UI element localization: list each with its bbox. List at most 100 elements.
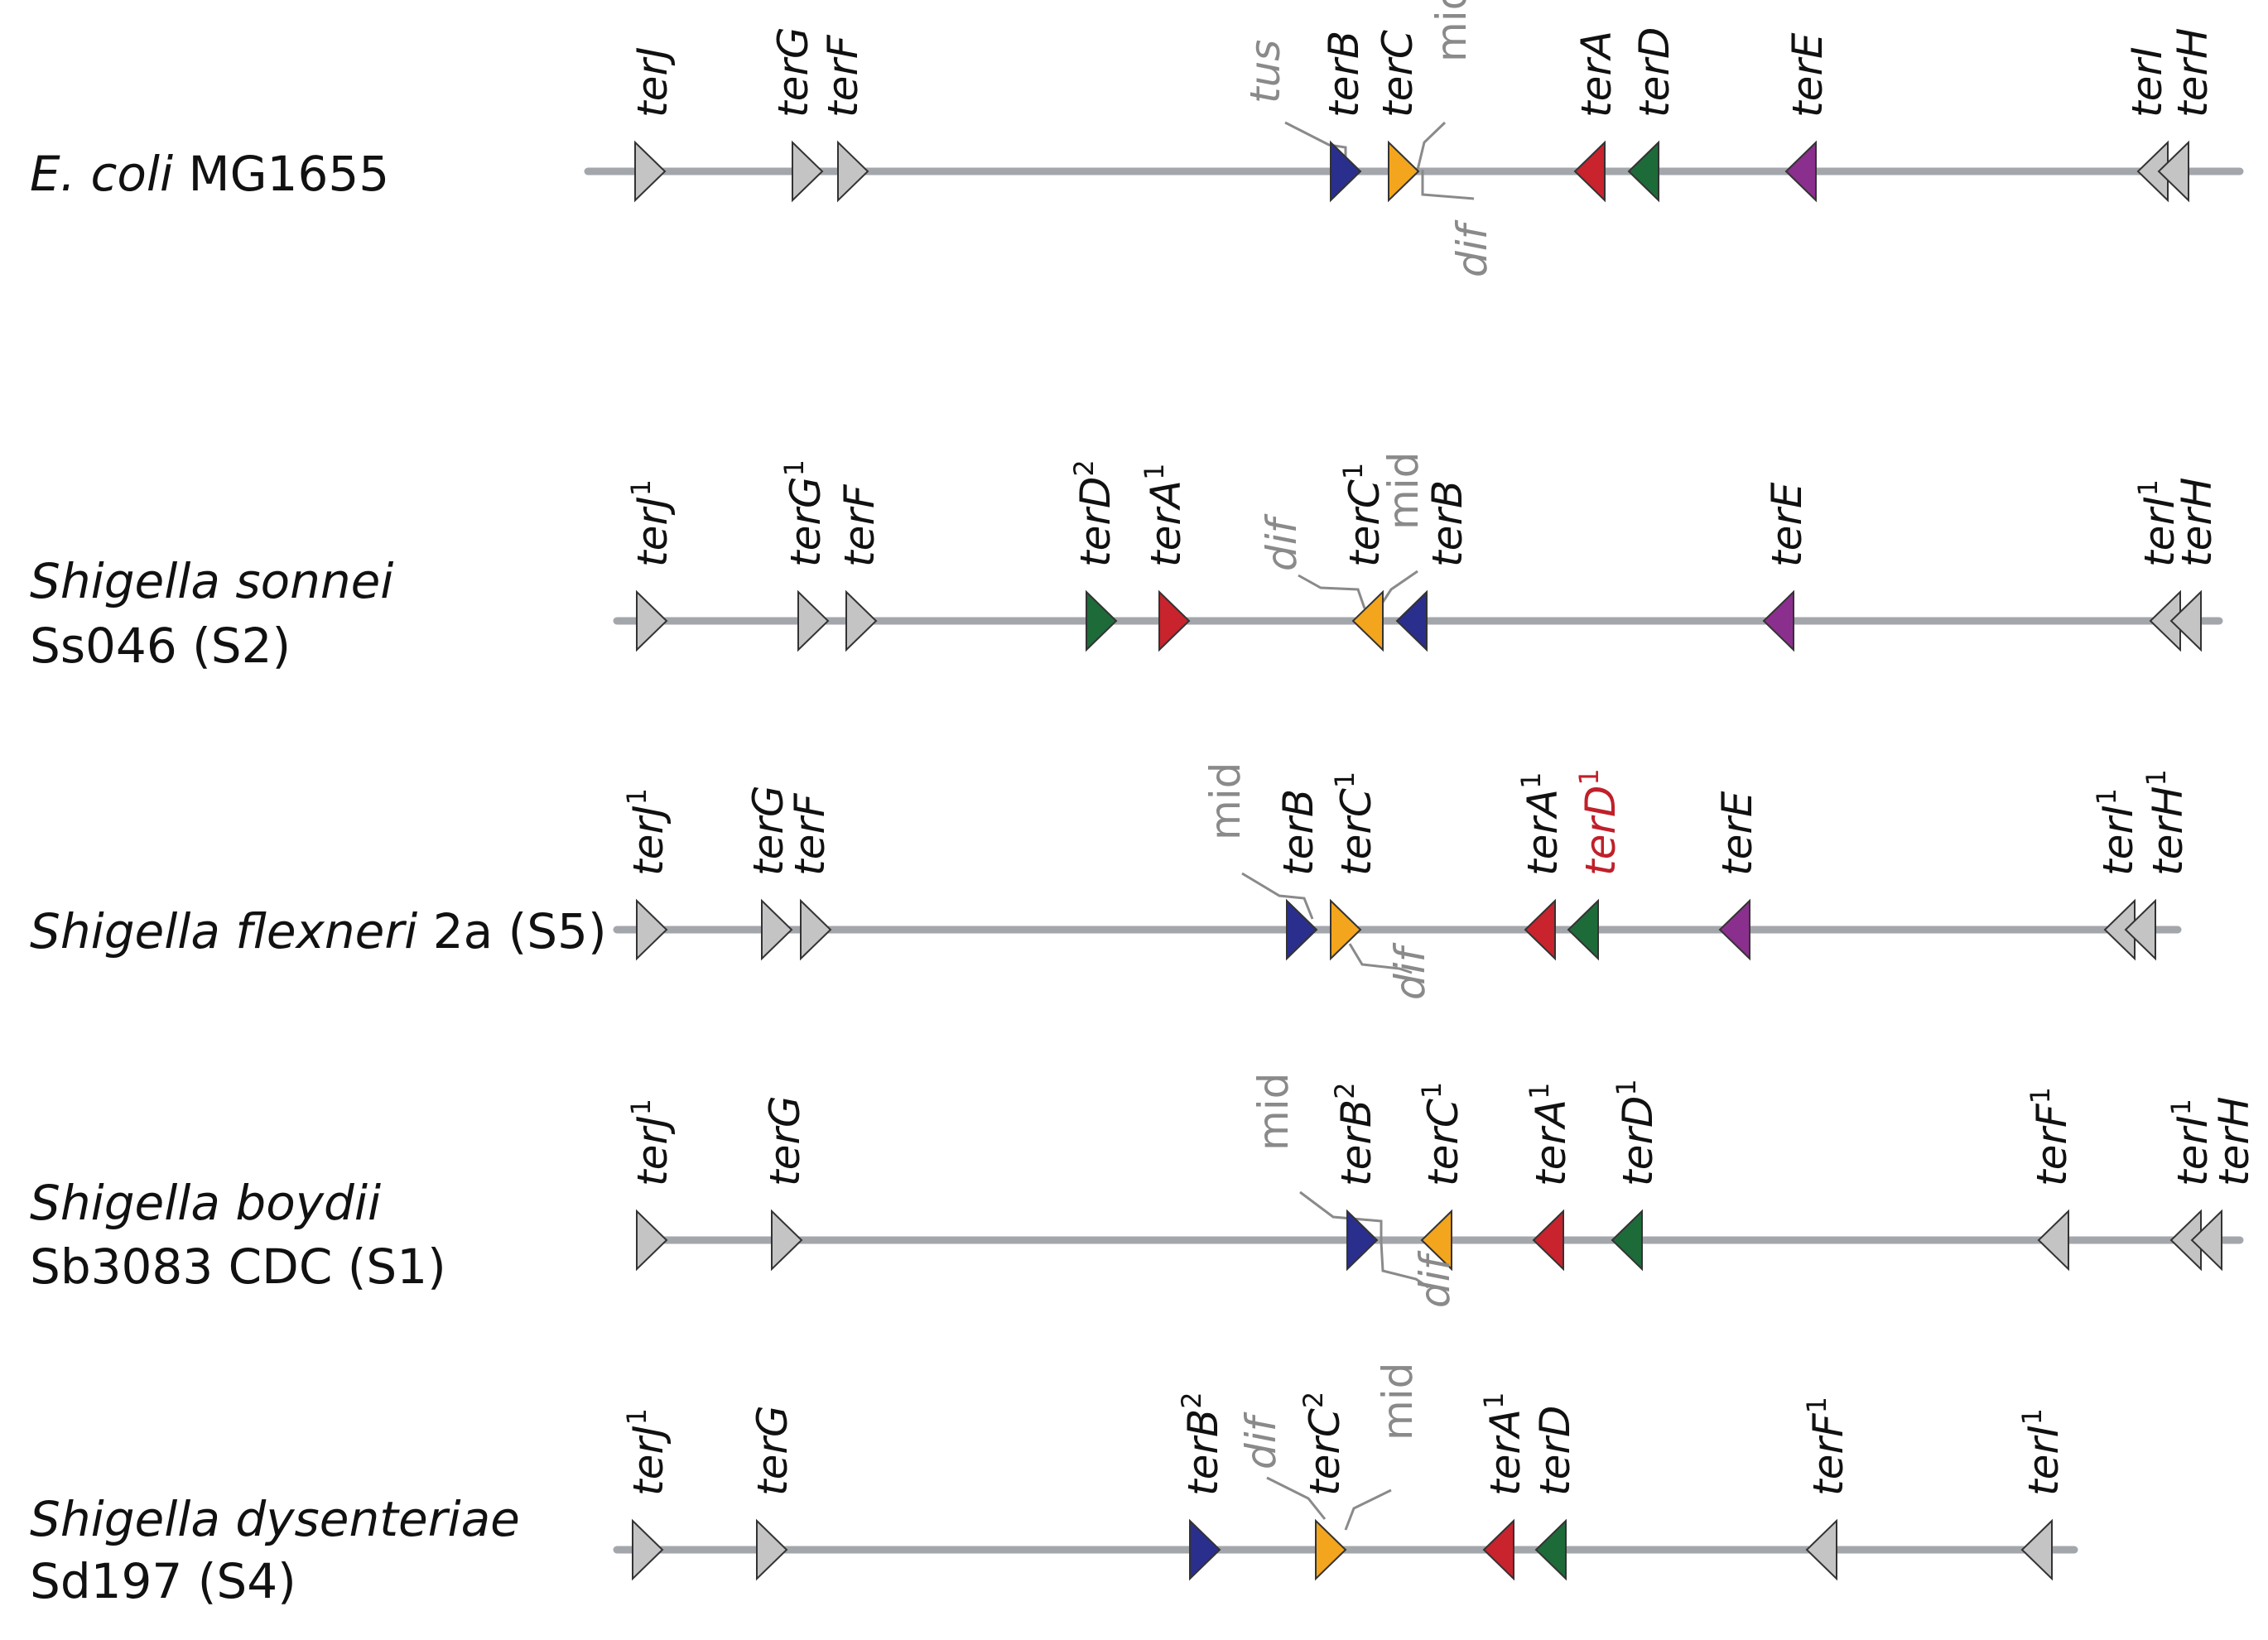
ter-site-marker-terH xyxy=(2190,1209,2222,1272)
callout-line-mid xyxy=(1416,121,1447,171)
ter-site-marker-terA xyxy=(1482,1518,1514,1581)
strain-name-species: E. coli xyxy=(30,146,173,202)
ter-site-label-terJ: terJ1 xyxy=(625,479,677,567)
ter-site-marker-terE xyxy=(1718,898,1750,961)
ter-site-label-terH: terH xyxy=(2210,1096,2258,1186)
ter-site-label-terG: terG1 xyxy=(778,459,830,567)
ter-site-marker-terF xyxy=(2037,1209,2069,1272)
strain-name-suffix: 2a (S5) xyxy=(417,903,606,959)
ter-site-marker-terA xyxy=(1573,140,1606,203)
strain-name-line2: Ss046 (S2) xyxy=(30,618,291,674)
ter-site-label-terJ: terJ xyxy=(628,46,677,118)
ter-site-marker-terC xyxy=(1420,1209,1452,1272)
ter-site-label-terG: terG xyxy=(744,785,792,876)
ter-site-label-terB: terB2 xyxy=(1176,1392,1227,1496)
marker-label-mid: mid xyxy=(1374,1363,1422,1440)
ter-site-marker-terJ xyxy=(636,589,668,652)
ter-site-label-terD: terD xyxy=(1531,1406,1579,1496)
ter-site-marker-terE xyxy=(1762,589,1794,652)
ter-site-marker-terJ xyxy=(636,1209,668,1272)
ter-site-label-terE: terE xyxy=(1763,482,1811,567)
ter-site-marker-terH xyxy=(2157,140,2189,203)
ter-site-label-terH: terH1 xyxy=(2140,769,2192,876)
ter-site-label-terJ: terJ1 xyxy=(621,788,672,876)
ter-site-marker-terB xyxy=(1346,1209,1379,1272)
ter-site-marker-terF xyxy=(1805,1518,1837,1581)
ter-site-marker-terH xyxy=(2169,589,2202,652)
strain-name-species: Shigella sonnei xyxy=(30,553,393,609)
ter-site-label-terJ: terJ1 xyxy=(625,1099,677,1186)
marker-label-dif: dif xyxy=(1237,1412,1285,1469)
strain-name: Shigella flexneri 2a (S5) xyxy=(30,903,607,959)
ter-site-marker-terA xyxy=(1532,1209,1564,1272)
ter-site-marker-terC xyxy=(1315,1518,1347,1581)
marker-label-tus: tus xyxy=(1241,40,1289,103)
callout-line-mid xyxy=(1377,570,1418,609)
callout-line-mid xyxy=(1299,1190,1383,1242)
ter-site-label-terI: terI xyxy=(2123,46,2171,118)
ter-site-label-terG: terG xyxy=(749,1405,797,1496)
marker-label-mid: mid xyxy=(1428,0,1476,62)
ter-site-label-terF: terF xyxy=(835,483,884,567)
marker-label-mid: mid xyxy=(1380,452,1428,530)
ter-site-label-terD: terD xyxy=(1630,27,1678,118)
ter-site-label-terI: terI1 xyxy=(2165,1099,2217,1186)
ter-site-marker-terJ xyxy=(636,898,668,961)
ter-site-label-terH: terH xyxy=(2173,477,2221,567)
marker-label-dif: dif xyxy=(1448,219,1496,277)
ter-site-label-terJ: terJ1 xyxy=(621,1408,672,1496)
callout-line-mid xyxy=(1344,1489,1392,1531)
ter-site-label-terA: terA xyxy=(1572,31,1620,118)
ter-site-marker-terG xyxy=(771,1209,803,1272)
ter-site-marker-terC xyxy=(1388,140,1420,203)
marker-label-dif: dif xyxy=(1386,942,1434,1000)
ter-site-marker-terG xyxy=(756,1518,788,1581)
ter-site-marker-terD xyxy=(1567,898,1599,961)
ter-site-marker-terF xyxy=(837,140,869,203)
ter-site-marker-terB xyxy=(1395,589,1428,652)
ter-site-label-terI: terI1 xyxy=(2132,479,2184,567)
ter-site-label-terA: terA1 xyxy=(1515,772,1567,877)
ter-site-marker-terA xyxy=(1158,589,1191,652)
ter-site-marker-terJ xyxy=(632,1518,664,1581)
ter-site-label-terA: terA1 xyxy=(1139,464,1190,568)
ter-site-marker-terB xyxy=(1330,140,1362,203)
ter-site-marker-terG xyxy=(761,898,793,961)
ter-site-marker-terD xyxy=(1627,140,1659,203)
marker-label-dif: dif xyxy=(1411,1250,1459,1308)
ter-site-label-terD: terD2 xyxy=(1068,459,1120,567)
ter-site-label-terI: terI1 xyxy=(2091,788,2142,876)
callout-line-dif xyxy=(1421,170,1475,200)
ter-site-label-terC: terC2 xyxy=(1298,1392,1349,1496)
marker-label-mid: mid xyxy=(1201,762,1250,840)
ter-site-label-terA: terA1 xyxy=(1524,1083,1575,1187)
ter-site-marker-terB xyxy=(1189,1518,1221,1581)
ter-site-label-terC: terC xyxy=(1374,30,1422,118)
ter-site-label-terG: terG xyxy=(761,1095,809,1186)
strain-name: Shigella sonnei xyxy=(30,553,393,609)
ter-site-label-terB: terB xyxy=(1320,31,1368,118)
callout-line-dif xyxy=(1348,943,1413,974)
ter-site-label-terC: terC1 xyxy=(1337,463,1389,567)
ter-site-label-terD: terD1 xyxy=(1611,1079,1662,1186)
ter-site-label-terB: terB2 xyxy=(1329,1082,1380,1186)
marker-label-dif: dif xyxy=(1258,513,1306,571)
strain-name-species: Shigella flexneri xyxy=(30,903,417,959)
ter-site-label-terF: terF1 xyxy=(1801,1397,1852,1496)
ter-site-marker-terH xyxy=(2124,898,2156,961)
strain-name-line2: Sb3083 CDC (S1) xyxy=(30,1238,446,1295)
ter-site-label-terA: terA1 xyxy=(1478,1392,1529,1497)
strain-name-species: Shigella boydii xyxy=(30,1175,381,1231)
ter-site-marker-terC xyxy=(1330,898,1362,961)
ter-site-label-terB: terB xyxy=(1423,480,1471,567)
ter-site-marker-terF xyxy=(845,589,878,652)
ter-site-label-terI: terI1 xyxy=(2016,1408,2068,1496)
strain-name-species: Shigella dysenteriae xyxy=(30,1491,520,1547)
ter-site-label-terE: terE xyxy=(1784,32,1832,118)
strain-name-suffix: MG1655 xyxy=(173,146,389,202)
ter-site-marker-terC xyxy=(1351,589,1384,652)
